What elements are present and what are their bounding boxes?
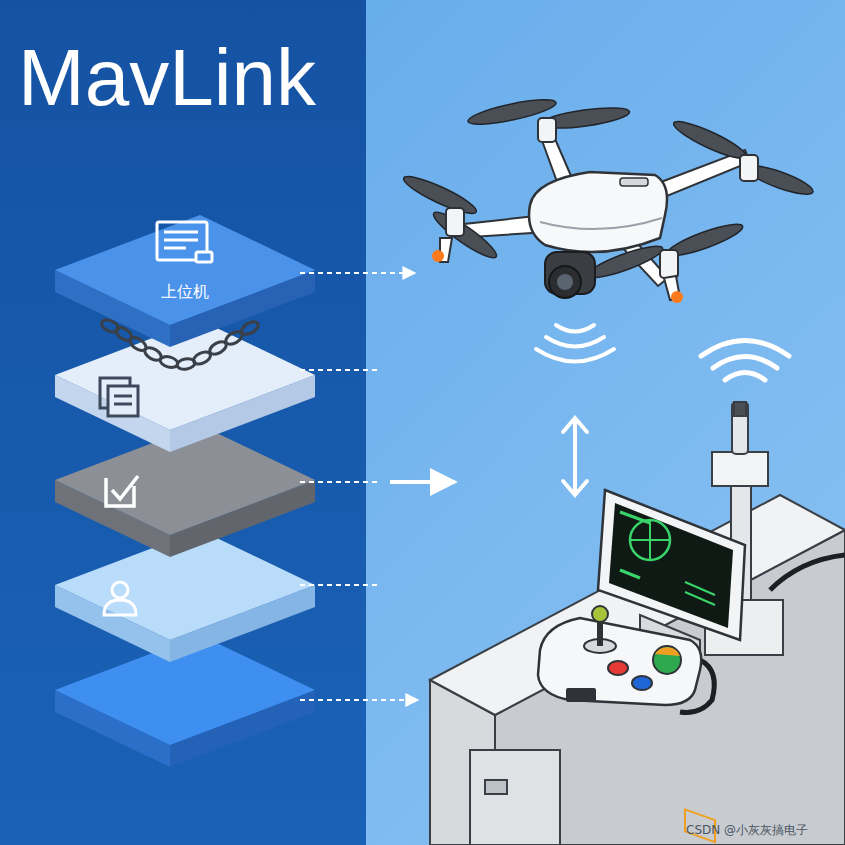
button-blue	[632, 676, 652, 690]
screen-bar	[620, 570, 640, 578]
computer-icon-lines	[164, 232, 198, 248]
double-arrow-head	[563, 481, 587, 495]
drone-arms	[455, 132, 750, 286]
layer-label: 上位机	[161, 282, 209, 301]
chain-link	[240, 319, 261, 337]
cabinet-door	[470, 750, 560, 845]
controller	[538, 606, 701, 705]
dashed-line	[300, 481, 380, 483]
antenna-stem	[732, 402, 748, 454]
motor	[538, 118, 556, 142]
title: MavLink	[18, 38, 316, 118]
dashed-guides	[300, 273, 418, 700]
button-red	[608, 661, 628, 675]
wifi-arc	[713, 357, 777, 369]
screen-crosshair	[630, 520, 670, 560]
layer-label-box: 上位机	[153, 278, 217, 305]
document-icon-lines	[114, 396, 132, 404]
monitor	[598, 490, 745, 842]
document-icon	[100, 378, 138, 416]
joystick-knob	[592, 606, 608, 622]
cabinet	[430, 495, 845, 845]
cable	[770, 555, 845, 590]
drone-body-seam	[540, 218, 662, 229]
double-arrow	[563, 418, 587, 495]
wifi-waves	[701, 341, 789, 381]
dashed-arrow	[300, 272, 415, 274]
dashed-arrow	[300, 699, 418, 701]
button-multi-top	[655, 647, 680, 656]
motors	[446, 118, 758, 278]
camera-lens	[549, 266, 581, 298]
double-arrow-head	[563, 418, 587, 432]
controller-port	[566, 688, 596, 702]
drone-vent	[620, 178, 648, 186]
motor	[446, 208, 464, 236]
propeller-blade	[429, 207, 500, 264]
signal-arc	[536, 349, 614, 362]
dashed-line	[300, 584, 380, 586]
signal-waves	[536, 325, 614, 362]
computer-icon	[157, 222, 212, 262]
drone	[400, 95, 815, 303]
person-icon-head	[112, 582, 128, 598]
propeller-blade	[400, 171, 479, 219]
motor	[660, 250, 678, 278]
wifi-arc	[701, 341, 789, 357]
cabinet-handle	[485, 780, 507, 794]
dashed-line	[300, 369, 380, 371]
screen-radar	[630, 520, 670, 560]
drone-body	[529, 172, 667, 252]
drone-light	[432, 250, 444, 262]
screen-lines	[685, 582, 715, 605]
antenna-box	[712, 452, 768, 486]
signal-arc	[556, 325, 594, 332]
check-icon-box	[106, 478, 134, 506]
solid-arrow	[390, 480, 455, 484]
motor	[740, 155, 758, 181]
screen-bar	[620, 512, 650, 523]
camera-glass	[557, 274, 573, 290]
propellers	[400, 95, 815, 283]
controller-body	[538, 618, 701, 705]
left-panel	[0, 0, 366, 845]
document-icon-front	[108, 386, 138, 416]
check-icon	[106, 476, 138, 506]
layer-plate	[55, 215, 315, 325]
watermark: CSDN @小灰灰搞电子	[686, 822, 808, 839]
monitor-screen	[609, 503, 733, 628]
antenna-tip	[734, 402, 746, 416]
chain-link	[159, 355, 179, 369]
monitor-frame	[598, 490, 745, 640]
propeller-blade	[670, 116, 749, 164]
button-multi	[653, 646, 681, 674]
person-icon	[104, 582, 136, 615]
double-arrow-shaft	[573, 420, 577, 493]
drone-light	[671, 291, 683, 303]
check-icon-mark	[112, 476, 138, 499]
wifi-arc	[725, 373, 765, 381]
computer-icon-box	[196, 252, 212, 262]
signal-arc	[546, 337, 604, 347]
person-icon-body	[104, 600, 136, 615]
